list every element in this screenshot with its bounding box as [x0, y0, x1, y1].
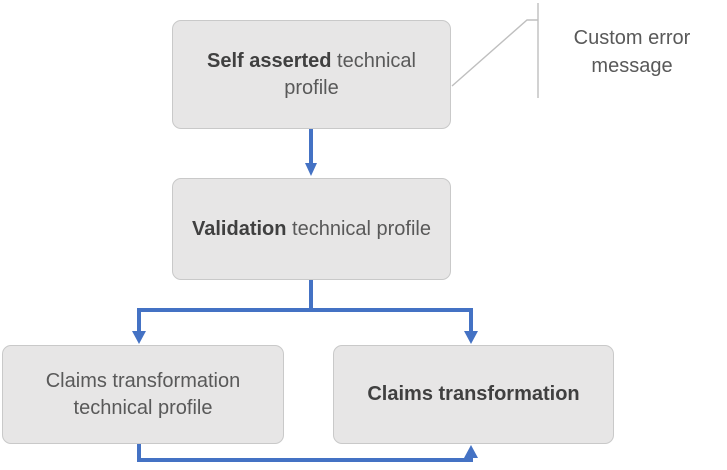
node-claims-transformation-technical-profile[interactable]: Claims transformation technical profile	[2, 345, 284, 444]
connector-self-asserted-to-validation	[305, 129, 317, 176]
node-self-asserted-label-regular: technical profile	[284, 49, 416, 99]
node-validation-label-regular: technical profile	[286, 217, 431, 240]
connector-claims-transformation-tp-to-claims-transformation	[137, 443, 478, 462]
node-validation-technical-profile[interactable]: Validation technical profile	[172, 178, 451, 280]
callout-leader-line	[451, 3, 539, 98]
callout-label-line-2: message	[591, 55, 673, 77]
node-claims-transformation[interactable]: Claims transformation	[333, 345, 614, 444]
node-validation-label-bold: Validation	[192, 217, 287, 240]
node-claims-transformation-label: Claims transformation	[367, 383, 580, 405]
node-claims-transformation-tp-label: Claims transformation technical profile	[45, 369, 241, 419]
callout-custom-error-message: Custom error message	[552, 24, 712, 80]
connector-validation-branch	[137, 280, 473, 312]
node-self-asserted-label: Self asserted technical profile	[187, 48, 436, 102]
connector-validation-to-claims-transformation-tp	[132, 310, 146, 344]
node-validation-label: Validation technical profile	[192, 216, 431, 243]
node-self-asserted-technical-profile[interactable]: Self asserted technical profile	[172, 20, 451, 129]
callout-label-line-1: Custom error	[573, 27, 691, 49]
connector-validation-to-claims-transformation	[464, 310, 478, 344]
node-self-asserted-label-bold: Self asserted	[206, 49, 332, 72]
